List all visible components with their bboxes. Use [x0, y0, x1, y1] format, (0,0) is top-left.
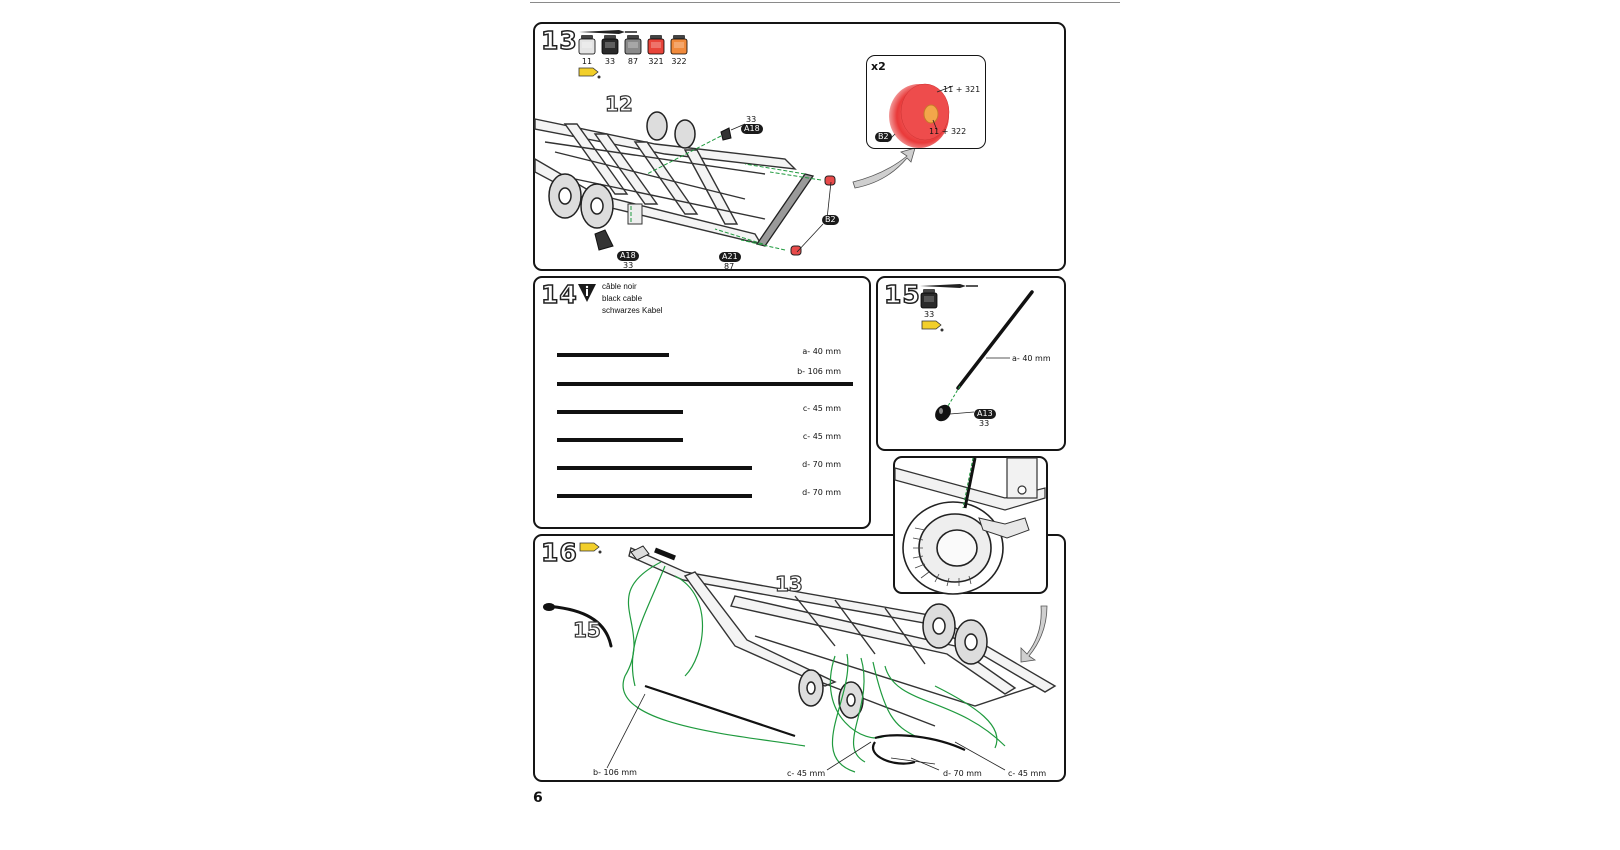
brush-icon: [579, 30, 637, 34]
cable-length-label: c- 45 mm: [802, 404, 841, 413]
paint-code-label: 33: [604, 57, 616, 66]
cable-bar: [557, 353, 669, 357]
brush-icon: [920, 284, 978, 288]
page-top-rule: [530, 2, 1120, 3]
paint-pot-icon: [624, 35, 642, 55]
a18-bottom-tag: A18: [617, 251, 639, 261]
cable-length-label: d- 70 mm: [802, 488, 841, 497]
a13-code: 33: [979, 419, 990, 428]
cable-length-label: a- 40 mm: [802, 347, 841, 356]
a21-tag: A21: [719, 252, 741, 262]
note-german: schwarzes Kabel: [602, 306, 663, 315]
step-15-panel: 15 33 a- 40 mm A13 33: [876, 276, 1066, 451]
glue-tube-icon: [579, 542, 602, 554]
detail-label-inner: 11 + 322: [929, 127, 967, 136]
cable-bar: [557, 438, 683, 442]
antenna-cable-drawing: [935, 290, 1034, 422]
step-13-panel: 13 11 33 87 321 322 12: [533, 22, 1066, 271]
paint-code-33: 33: [924, 310, 935, 319]
cable-length-label: b- 106 mm: [797, 367, 841, 376]
cable-bar: [557, 410, 683, 414]
cable-bar: [557, 466, 752, 470]
step15-cable-label: a- 40 mm: [1012, 354, 1051, 363]
paint-pot-322: 322: [670, 35, 688, 71]
step-14-panel: 14 câble noir black cable schwarzes Kabe…: [533, 276, 871, 529]
taillight-detail-drawing: [886, 83, 954, 148]
glue-tube-icon: [921, 320, 944, 332]
paint-pot-icon: [601, 35, 619, 55]
a13-tag: A13: [974, 409, 996, 419]
label-d-70: d- 70 mm: [943, 769, 982, 778]
cable-bar: [557, 494, 752, 498]
note-english: black cable: [602, 294, 643, 303]
a18-bottom-code: 33: [623, 261, 634, 270]
cable-length-label: d- 70 mm: [802, 460, 841, 469]
paint-pot-87: 87: [624, 35, 642, 71]
a21-code: 87: [724, 262, 735, 271]
paint-code-label: 321: [648, 57, 664, 66]
paint-code-label: 322: [671, 57, 687, 66]
b2-detail-inset: x2 11 + 321 11 + 322 B2: [866, 55, 986, 149]
paint-pot-33-icon: [920, 289, 938, 309]
a18-top-code: 33: [746, 115, 757, 124]
a18-top-tag: A18: [741, 124, 763, 134]
paint-pot-icon: [670, 35, 688, 55]
b2-tag: B2: [822, 215, 839, 225]
paint-pot-icon: [578, 35, 596, 55]
cable-bar: [557, 382, 853, 386]
detail-multiplier: x2: [871, 60, 886, 73]
subassembly-13-label: 13: [774, 572, 803, 596]
wheel-detail-drawing: [894, 457, 1046, 595]
label-b-106: b- 106 mm: [593, 768, 637, 777]
cable-15-label: 15: [572, 618, 601, 642]
paint-pots-row: 11 33 87 321 322: [578, 35, 698, 71]
trailer-wiring-drawing: [543, 545, 1057, 773]
step-13-number: 13: [540, 26, 578, 55]
label-c-45-right: c- 45 mm: [1008, 769, 1047, 778]
paint-pot-321: 321: [647, 35, 665, 71]
page-number: 6: [533, 790, 543, 806]
paint-code-label: 87: [627, 57, 639, 66]
info-icon: [578, 284, 596, 302]
glue-tube-icon: [578, 67, 601, 79]
detail-b2-tag: B2: [875, 132, 892, 142]
trailer-frame-drawing: [534, 111, 916, 256]
detail-label-outer: 11 + 321: [943, 85, 981, 94]
step-16-number: 16: [540, 538, 578, 567]
step-14-number: 14: [540, 280, 578, 309]
note-french: câble noir: [602, 282, 637, 291]
paint-pot-11: 11: [578, 35, 596, 71]
label-c-45-left: c- 45 mm: [787, 769, 826, 778]
paint-code-label: 11: [581, 57, 593, 66]
wheel-wiring-detail-panel: [893, 456, 1048, 595]
paint-pot-icon: [647, 35, 665, 55]
cable-length-label: c- 45 mm: [802, 432, 841, 441]
step-15-number: 15: [883, 280, 921, 309]
subassembly-12-label: 12: [604, 92, 633, 116]
paint-pot-33: 33: [601, 35, 619, 71]
